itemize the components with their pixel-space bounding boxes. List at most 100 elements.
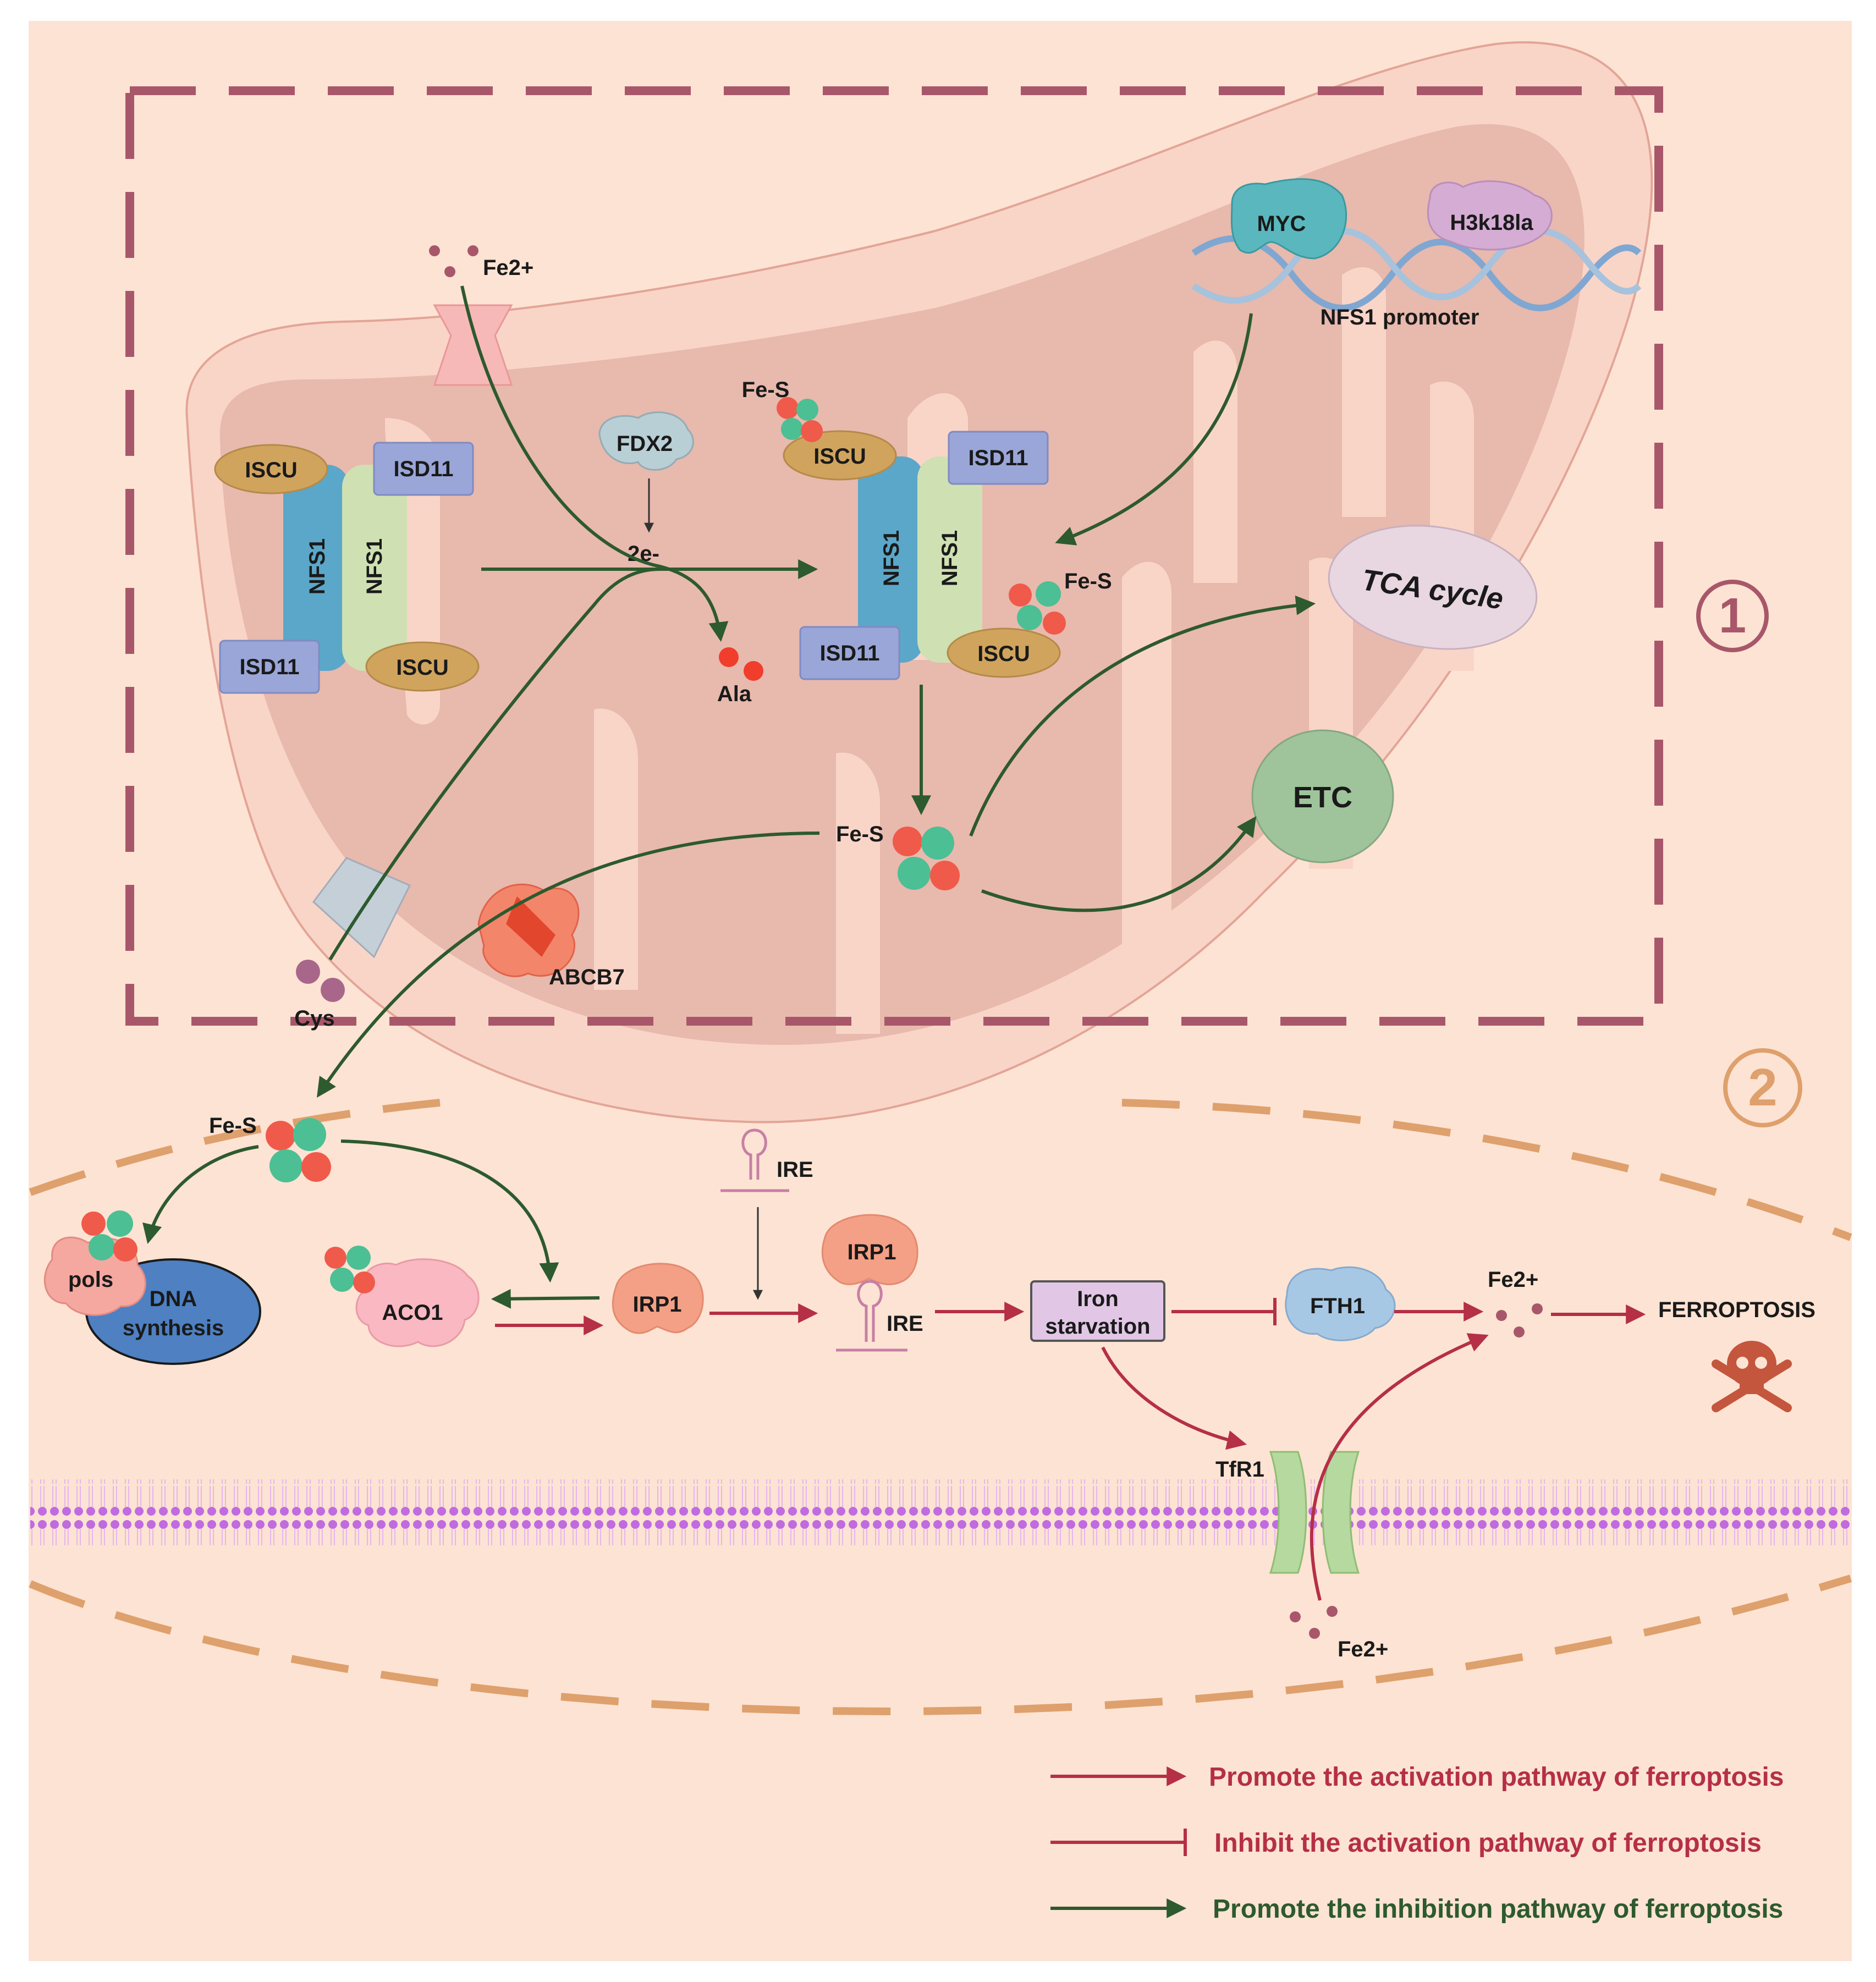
nfs1-promoter-group: MYC H3k18la NFS1 promoter — [1191, 178, 1642, 329]
h3k18la-label: H3k18la — [1450, 211, 1533, 235]
arrow-fes-to-tca — [969, 595, 1316, 837]
arrow-fes-to-etc — [981, 816, 1257, 912]
tfr1-channel-icon — [1269, 1451, 1307, 1574]
fe2-out-group: Fe2+ — [1290, 1606, 1388, 1661]
ferroptosis-label: FERROPTOSIS — [1658, 1298, 1816, 1322]
h3k18la-icon — [1427, 180, 1553, 251]
fth1-group: FTH1 — [1285, 1266, 1396, 1341]
iron-starvation-group: Iron starvation — [1030, 1280, 1165, 1342]
myc-protein-icon — [1230, 178, 1347, 260]
arrow-iron-starvation-to-tfr1 — [1101, 1346, 1247, 1450]
tfr1-group: TfR1 — [1215, 1451, 1360, 1574]
pols-label: pols — [68, 1268, 113, 1292]
aco1-protein-icon — [355, 1258, 480, 1347]
ala-group: Ala — [717, 647, 763, 706]
arrow-fes-to-cytosol — [317, 832, 820, 1098]
iron-starvation-line2: starvation — [1045, 1314, 1150, 1339]
section-2-marker-label: 2 — [1748, 1058, 1777, 1117]
nfs1-left-label-b: NFS1 — [362, 538, 387, 594]
irp1-label: IRP1 — [633, 1292, 682, 1317]
ire-top-stemloop-icon — [741, 1128, 767, 1180]
iscu-right-top: ISCU — [813, 444, 866, 469]
isd11-left-top: ISD11 — [394, 457, 454, 481]
aco1-label: ACO1 — [382, 1301, 443, 1325]
arrow-fe2-to-ala — [460, 285, 729, 642]
section-1-dashed-box — [125, 86, 1663, 1026]
iscu-left-top: ISCU — [245, 458, 298, 482]
arrow-tfr1-to-fe2 — [1310, 1333, 1489, 1601]
abcb7-group: ABCB7 — [477, 883, 625, 989]
nfs1-left-label: NFS1 — [305, 538, 329, 594]
aco1-group: ACO1 — [324, 1246, 480, 1347]
fth1-protein-icon — [1285, 1266, 1396, 1341]
section-1-marker-label: 1 — [1719, 588, 1746, 643]
legend: Promote the activation pathway of ferrop… — [1050, 1763, 1784, 1924]
pols-group: DNA synthesis pols — [43, 1210, 261, 1365]
fe2plus-out-label: Fe2+ — [1338, 1637, 1388, 1661]
section-2-marker — [1723, 1048, 1802, 1127]
arrow-irp1-to-aco1 — [491, 1289, 600, 1309]
fes-top-label: Fe-S — [742, 378, 790, 402]
fdx2-group: FDX2 2e- — [598, 411, 694, 566]
nfs1-right-label: NFS1 — [879, 530, 904, 586]
fes-cytosol-label: Fe-S — [209, 1114, 257, 1138]
plasma-membrane — [30, 1479, 1851, 1545]
etc-label: ETC — [1293, 781, 1352, 814]
mitoferrin-channel-icon — [433, 304, 513, 386]
dna-label-line2: synthesis — [123, 1316, 224, 1340]
cell-dashed-outline — [29, 1099, 1852, 1715]
skull-crossbones-icon — [1712, 1341, 1792, 1412]
cyto-green-arrows — [142, 1139, 600, 1309]
irp1-ire-complex: IRP1 IRE — [821, 1214, 923, 1352]
ire-bound-label: IRE — [887, 1312, 923, 1336]
iscu-right-bottom: ISCU — [977, 642, 1030, 666]
nfs1-right-label-b: NFS1 — [938, 530, 962, 586]
isd11-right-bottom: ISD11 — [820, 641, 880, 665]
cyto-red-arrows — [495, 1298, 1646, 1601]
abcb7-label: ABCB7 — [549, 965, 625, 989]
arrow-fes-to-irp1-aco1 — [340, 1139, 559, 1283]
irp1-protein-icon — [612, 1263, 704, 1334]
fdx2-icon — [598, 411, 694, 471]
fes-central-label: Fe-S — [836, 822, 884, 846]
right-nfs1-complex: NFS1 NFS1 ISCU ISD11 ISD11 ISCU — [783, 430, 1061, 680]
myc-label: MYC — [1257, 212, 1306, 236]
etc-node — [1251, 729, 1394, 863]
legend-promote-inhibition-label: Promote the inhibition pathway of ferrop… — [1213, 1895, 1783, 1924]
fes-cluster-cytosol: Fe-S — [209, 1114, 331, 1182]
fes-cluster-central: Fe-S — [836, 822, 960, 890]
isd11-left-bottom: ISD11 — [240, 655, 300, 679]
ferroptosis-group: FERROPTOSIS — [1658, 1298, 1816, 1412]
fe2plus-top-label: Fe2+ — [483, 256, 533, 280]
fe2-cyto-group: Fe2+ — [1488, 1268, 1543, 1337]
fe2plus-cyto-label: Fe2+ — [1488, 1268, 1538, 1292]
isd11-right-top: ISD11 — [969, 446, 1028, 470]
iscu-left-bottom: ISCU — [396, 656, 449, 680]
fdx2-label: FDX2 — [617, 432, 673, 456]
iron-starvation-box — [1030, 1280, 1165, 1342]
nfs1-promoter-label: NFS1 promoter — [1321, 305, 1479, 329]
legend-promote-activation-label: Promote the activation pathway of ferrop… — [1209, 1763, 1784, 1792]
section-1-marker — [1696, 580, 1769, 652]
fes-cluster-top: Fe-S — [742, 378, 823, 442]
cys-label: Cys — [294, 1006, 334, 1031]
arrow-promoter-to-complex — [1055, 313, 1253, 546]
dna-helix-icon — [1191, 235, 1642, 311]
ala-label: Ala — [717, 682, 752, 706]
ire-bound-stemloop-icon — [857, 1280, 883, 1342]
fes-right-label: Fe-S — [1064, 569, 1112, 593]
left-nfs1-complex: NFS1 NFS1 ISCU ISD11 ISD11 ISCU — [214, 442, 480, 694]
arrow-fes-to-pols — [142, 1145, 259, 1245]
legend-inhibit-activation-label: Inhibit the activation pathway of ferrop… — [1214, 1829, 1762, 1858]
ire-top-label: IRE — [777, 1158, 813, 1182]
ire-top-group: IRE — [720, 1128, 813, 1300]
irp1-bound-icon — [821, 1214, 918, 1285]
iron-starvation-line1: Iron — [1077, 1287, 1119, 1311]
tfr1-label: TfR1 — [1215, 1457, 1264, 1482]
tca-cycle-node — [1328, 525, 1538, 650]
fth1-label: FTH1 — [1310, 1294, 1365, 1318]
arrow-cys-to-center — [328, 568, 661, 961]
irp1-bound-label: IRP1 — [848, 1240, 896, 1264]
fe2-top-group: Fe2+ — [429, 245, 533, 386]
